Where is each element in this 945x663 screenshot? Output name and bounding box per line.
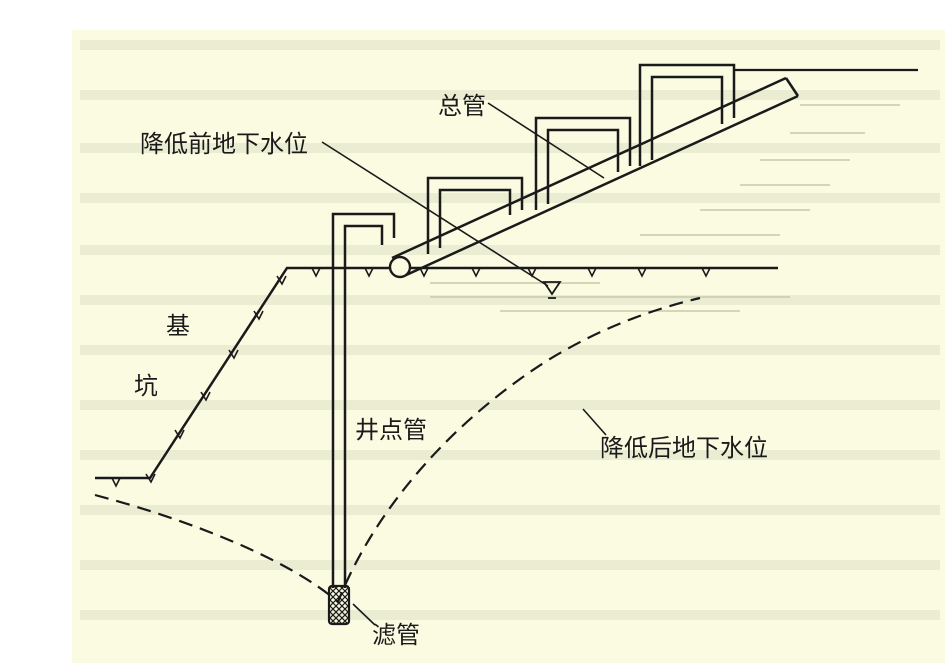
label-pit-char-1: 基 [166, 312, 190, 340]
label-lowered-water-table: 降低后地下水位 [600, 434, 768, 462]
well-point-pipe [331, 212, 396, 588]
filter-pipe [327, 584, 351, 626]
water-table-marker [542, 281, 562, 299]
label-pit-char-2: 坑 [134, 372, 158, 400]
label-original-water-table: 降低前地下水位 [140, 130, 308, 158]
stepped-supports [426, 63, 736, 254]
leader-lines [321, 102, 607, 626]
header-pipe-end-circle [388, 255, 412, 279]
background-hatch-lines [430, 104, 900, 312]
excavation-pit-outline [95, 266, 778, 480]
label-well-point-pipe: 井点管 [355, 416, 427, 444]
label-header-pipe: 总管 [438, 92, 486, 120]
label-filter-pipe: 滤管 [372, 621, 420, 649]
pit-slope-ticks [111, 267, 711, 488]
lowered-water-table-curve [94, 296, 701, 604]
watermark-lines [80, 40, 940, 620]
